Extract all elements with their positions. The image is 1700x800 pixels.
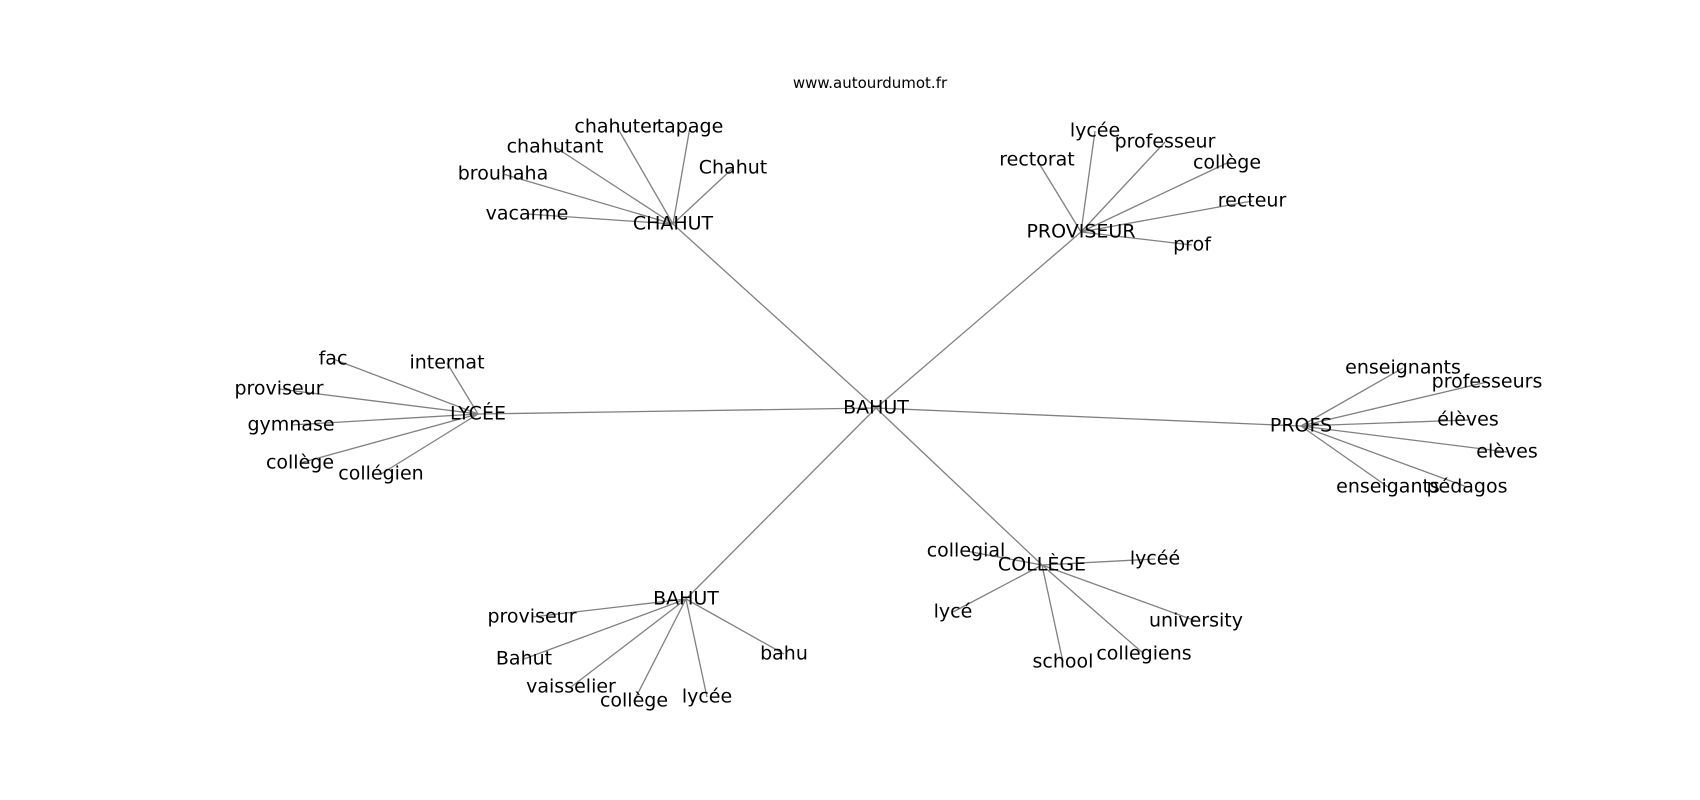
leaf-node-label: internat [409,352,484,374]
graph-edge [1300,367,1404,427]
source-url: www.autourdumot.fr [793,74,948,92]
leaf-node-label: Bahut [496,648,552,670]
leaf-node-label: proviseur [487,606,576,628]
leaf-node-label: enseigants [1336,476,1440,498]
leaf-node-label: élèves [1437,409,1499,431]
cluster-node-label: PROVISEUR [1026,221,1135,243]
graph-edge [380,413,479,475]
leaf-node-label: prof [1173,234,1212,256]
leaf-node-label: collège [266,452,334,474]
graph-edge [875,407,1043,566]
leaf-node-label: elèves [1476,441,1538,463]
graph-edge [685,598,785,655]
leaf-node-label: gymnase [247,414,334,436]
graph-edge [477,407,877,415]
graph-edge [1080,141,1166,233]
graph-edge [526,213,674,225]
leaf-node-label: brouhaha [458,163,549,185]
leaf-node-label: collegial [927,540,1006,562]
cluster-node-label: LYCÉE [450,402,506,425]
leaf-node-label: lycée [682,686,732,708]
graph-edge [965,550,1043,566]
graph-edge [523,598,687,660]
cluster-node-label: BAHUT [653,588,719,610]
leaf-node-label: collégien [338,463,423,485]
cluster-node-label: PROFS [1270,415,1332,437]
graph-edge [875,407,1302,427]
graph-edge [685,598,708,698]
graph-edge [1041,564,1145,655]
cluster-node-label: COLLÈGE [998,553,1086,576]
leaf-node-label: lycé [934,601,973,623]
leaf-node-label: bahu [760,643,808,665]
graph-edge [299,413,479,464]
graph-edge [1041,558,1156,566]
leaf-node-label: enseignants [1345,357,1461,379]
graph-edge [1041,564,1197,622]
graph-edge [531,598,687,618]
graph-edge [685,407,877,600]
leaf-node-label: chahutant [507,136,604,158]
graph-edge [1036,159,1082,233]
leaf-node-label: vacarme [486,203,569,225]
graph-edge [1300,425,1389,488]
graph-edge [1300,425,1508,453]
leaf-node-label: lycéé [1130,548,1180,570]
graph-edge [1300,419,1469,427]
graph-edge [672,126,691,225]
leaf-node-label: school [1033,651,1094,673]
graph-edge [1080,130,1096,233]
graph-edge [672,167,734,225]
graph-edge [672,223,877,409]
leaf-node-label: professeurs [1432,371,1543,393]
graph-edge [446,362,479,415]
graph-edge [1300,381,1488,427]
graph-edge [633,598,687,702]
leaf-node-label: recteur [1218,190,1287,212]
graph-edge [1080,231,1193,246]
graph-edge [1041,564,1064,663]
leaf-node-label: tapage [657,116,724,138]
edges [278,126,1508,702]
leaf-node-label: collège [1193,152,1261,174]
graph-edge [1080,200,1253,233]
graph-edge [332,358,479,415]
cluster-node-label: CHAHUT [633,213,714,235]
graph-edge [1080,162,1228,233]
graph-edge [502,173,674,225]
leaf-node-label: vaisselier [526,676,616,698]
graph-edge [875,231,1082,409]
leaf-node-label: rectorat [999,149,1075,171]
graph-edge [952,564,1043,613]
leaf-node-label: collège [600,690,668,712]
graph-edge [1300,425,1468,488]
center-node-label: BAHUT [843,397,909,419]
leaf-node-label: collegiens [1096,643,1191,665]
leaf-node-label: Chahut [699,157,768,179]
graph-edge [554,146,674,225]
leaf-node-label: fac [319,348,348,370]
graph-edge [278,388,479,415]
leaf-node-label: university [1149,610,1243,632]
leaf-node-label: pédagos [1426,476,1507,498]
leaf-node-label: proviseur [234,378,323,400]
leaf-node-label: lycée [1070,120,1120,142]
graph-edge [616,126,674,225]
leaf-node-label: chahuter [574,116,659,138]
graph-edge [570,598,687,688]
leaf-node-label: professeur [1115,131,1216,153]
graph-edge [290,413,479,426]
